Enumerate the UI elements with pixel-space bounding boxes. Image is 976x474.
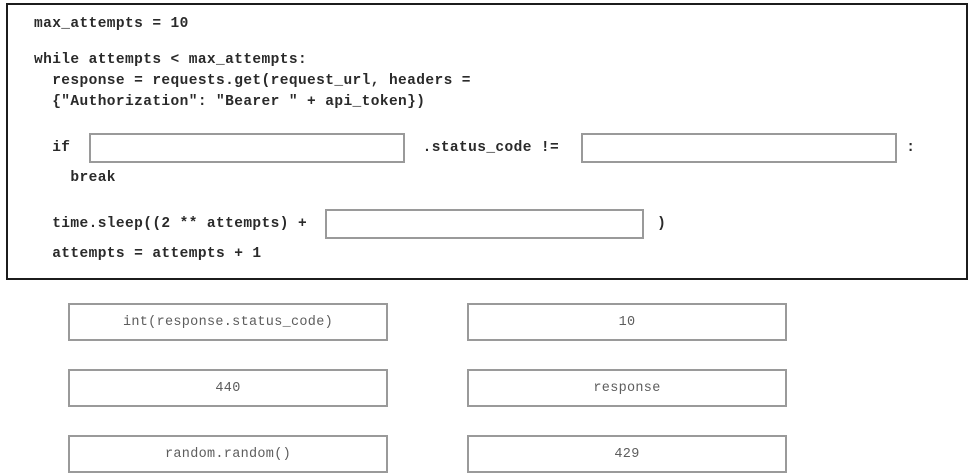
code-area: max_attempts = 10 while attempts < max_a…	[8, 5, 966, 278]
option-10[interactable]: 10	[467, 303, 787, 341]
if-colon-text: :	[906, 139, 916, 156]
option-429[interactable]: 429	[467, 435, 787, 473]
option-response[interactable]: response	[467, 369, 787, 407]
answer-options-list: int(response.status_code) 10 440 respons…	[68, 303, 788, 473]
code-line-while: while attempts < max_attempts:	[34, 52, 308, 68]
code-line-spacer-3	[34, 189, 966, 204]
code-line-spacer-2	[34, 113, 966, 128]
code-line-attempts-increment: attempts = attempts + 1	[34, 246, 262, 262]
spacer	[388, 369, 467, 407]
code-line-if-condition: if .status_code != :	[34, 128, 966, 168]
dropzone-if-object[interactable]	[88, 133, 405, 163]
code-line-max-attempts: max_attempts = 10	[34, 16, 189, 32]
time-sleep-text: time.sleep((2 ** attempts) +	[34, 215, 317, 232]
code-snippet-panel: max_attempts = 10 while attempts < max_a…	[6, 3, 968, 280]
time-sleep-close-paren-text: )	[657, 215, 667, 232]
code-line-time-sleep: time.sleep((2 ** attempts) + )	[34, 204, 966, 244]
spacer	[388, 303, 467, 341]
code-line-break: break	[34, 170, 116, 186]
code-line-authorization-header: {"Authorization": "Bearer " + api_token}…	[34, 94, 426, 110]
option-440[interactable]: 440	[68, 369, 388, 407]
code-line-response-request: response = requests.get(request_url, hea…	[34, 73, 471, 89]
if-keyword-text: if	[34, 139, 80, 156]
spacer	[388, 435, 467, 473]
dropzone-status-code-value[interactable]	[581, 133, 898, 163]
code-line-spacer	[34, 35, 966, 50]
dropzone-sleep-jitter[interactable]	[325, 209, 645, 239]
option-row: 440 response	[68, 369, 788, 407]
option-row: random.random() 429	[68, 435, 788, 473]
option-row: int(response.status_code) 10	[68, 303, 788, 341]
option-random-random[interactable]: random.random()	[68, 435, 388, 473]
option-int-response-status-code[interactable]: int(response.status_code)	[68, 303, 388, 341]
status-code-compare-text: .status_code !=	[413, 139, 569, 156]
